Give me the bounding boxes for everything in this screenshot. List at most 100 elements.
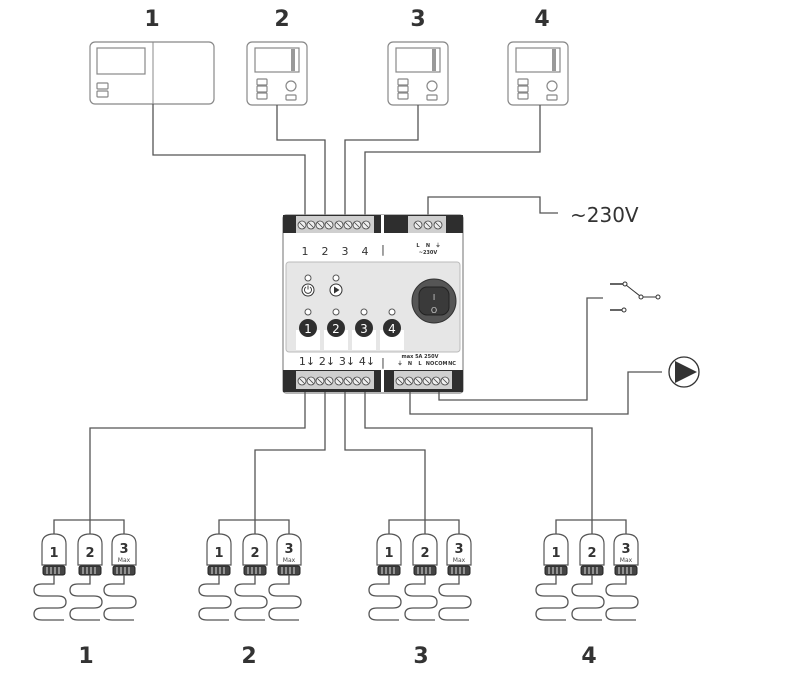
- zone-output-label-2: 2↓: [319, 355, 335, 368]
- svg-text:|: |: [381, 243, 385, 256]
- zone-input-label-1: 1: [302, 245, 309, 258]
- svg-text:2: 2: [587, 546, 596, 561]
- zone-led-4: 4: [380, 308, 404, 350]
- heating-loop: [33, 575, 67, 621]
- zone-input-label-2: 2: [322, 245, 329, 258]
- knurled-collar: [413, 565, 437, 576]
- thermostat-label-2: 2: [274, 7, 289, 32]
- svg-text:3: 3: [360, 322, 368, 336]
- heating-loop: [438, 575, 472, 621]
- thermal-actuator-2: 2: [69, 533, 103, 621]
- relay-rating: max 5A 250V: [402, 354, 439, 360]
- thermostat-dial: [285, 80, 297, 92]
- knurled-collar: [78, 565, 102, 576]
- thermostat-1: [89, 41, 215, 105]
- knurled-collar: [207, 565, 231, 576]
- thermostat-label-1: 1: [144, 7, 159, 32]
- svg-text:2: 2: [250, 546, 259, 561]
- wire-thermostat-2: [276, 105, 326, 216]
- svg-text:2: 2: [332, 322, 340, 336]
- wire-power: [427, 196, 558, 216]
- knurled-collar: [377, 565, 401, 576]
- heating-loop: [605, 575, 639, 621]
- heating-loop: [103, 575, 137, 621]
- svg-text:1: 1: [304, 322, 312, 336]
- terminal-label-n: N: [426, 243, 430, 249]
- terminal-label-earth: ⏚: [435, 242, 440, 249]
- wire-thermostat-1: [152, 104, 306, 216]
- switch-off-mark: O: [431, 306, 437, 315]
- thermal-actuator-1: 1: [198, 533, 232, 621]
- thermal-actuator-2: 2: [234, 533, 268, 621]
- wire-pump: [409, 371, 662, 415]
- zone-led-2: 2: [324, 308, 348, 350]
- thermostat-3: [387, 41, 449, 106]
- terminal-label-voltage: ~230V: [419, 250, 438, 256]
- thermostat-2: [246, 41, 308, 106]
- heating-loop: [69, 575, 103, 621]
- svg-text:2: 2: [420, 546, 429, 561]
- thermostat-label-4: 4: [534, 7, 549, 32]
- max-label: Max: [453, 557, 466, 564]
- thermal-actuator-1: 1: [33, 533, 67, 621]
- thermostat-display: [96, 47, 146, 75]
- wire-thermostat-4: [364, 105, 541, 216]
- zone-label-3: 3: [413, 644, 428, 669]
- relay-terminal-label: NC: [448, 361, 456, 367]
- thermal-actuator-1: 1: [368, 533, 402, 621]
- max-label: Max: [118, 557, 131, 564]
- svg-text:1: 1: [49, 546, 58, 561]
- knurled-collar: [544, 565, 568, 576]
- heating-loop: [368, 575, 402, 621]
- svg-text:1: 1: [384, 546, 393, 561]
- wire-thermostat-3: [344, 105, 419, 216]
- zone-led-1: 1: [296, 308, 320, 350]
- zone-output-label-3: 3↓: [339, 355, 355, 368]
- knurled-collar: [243, 565, 267, 576]
- max-label: Max: [620, 557, 633, 564]
- heating-loop: [268, 575, 302, 621]
- heating-loop: [535, 575, 569, 621]
- terminal-label-l: L: [416, 243, 420, 249]
- relay-terminal-label: N: [408, 361, 412, 367]
- zone-led-3: 3: [352, 308, 376, 350]
- knurled-collar: [580, 565, 604, 576]
- thermal-actuator-1: 1: [535, 533, 569, 621]
- relay-terminal-label: NO: [426, 361, 434, 367]
- svg-text:|: |: [381, 356, 385, 369]
- switch-on-mark: I: [433, 293, 435, 302]
- thermostat-label-3: 3: [410, 7, 425, 32]
- knurled-collar: [112, 565, 136, 576]
- thermostat-dial: [546, 80, 558, 92]
- knurled-collar: [614, 565, 638, 576]
- svg-text:3: 3: [621, 542, 630, 557]
- max-label: Max: [283, 557, 296, 564]
- knurled-collar: [42, 565, 66, 576]
- knurled-collar: [277, 565, 301, 576]
- power-icon: [301, 283, 315, 297]
- power-rocker-switch[interactable]: I O: [411, 278, 457, 324]
- zone-output-label-1: 1↓: [299, 355, 315, 368]
- relay-terminal-label: COM: [435, 361, 448, 367]
- svg-text:3: 3: [119, 542, 128, 557]
- zone-label-4: 4: [581, 644, 596, 669]
- relay-switch-icon: [610, 281, 661, 313]
- thermal-actuator-2: 2: [571, 533, 605, 621]
- wire-zone-1: [89, 392, 306, 520]
- power-supply-label: ~230V: [570, 203, 639, 227]
- svg-text:1: 1: [214, 546, 223, 561]
- wire-relay-com: [438, 297, 603, 401]
- thermal-actuator-2: 2: [404, 533, 438, 621]
- heating-loop: [198, 575, 232, 621]
- thermostat-4: [507, 41, 569, 106]
- relay-terminal-label: L: [418, 361, 422, 367]
- knurled-collar: [447, 565, 471, 576]
